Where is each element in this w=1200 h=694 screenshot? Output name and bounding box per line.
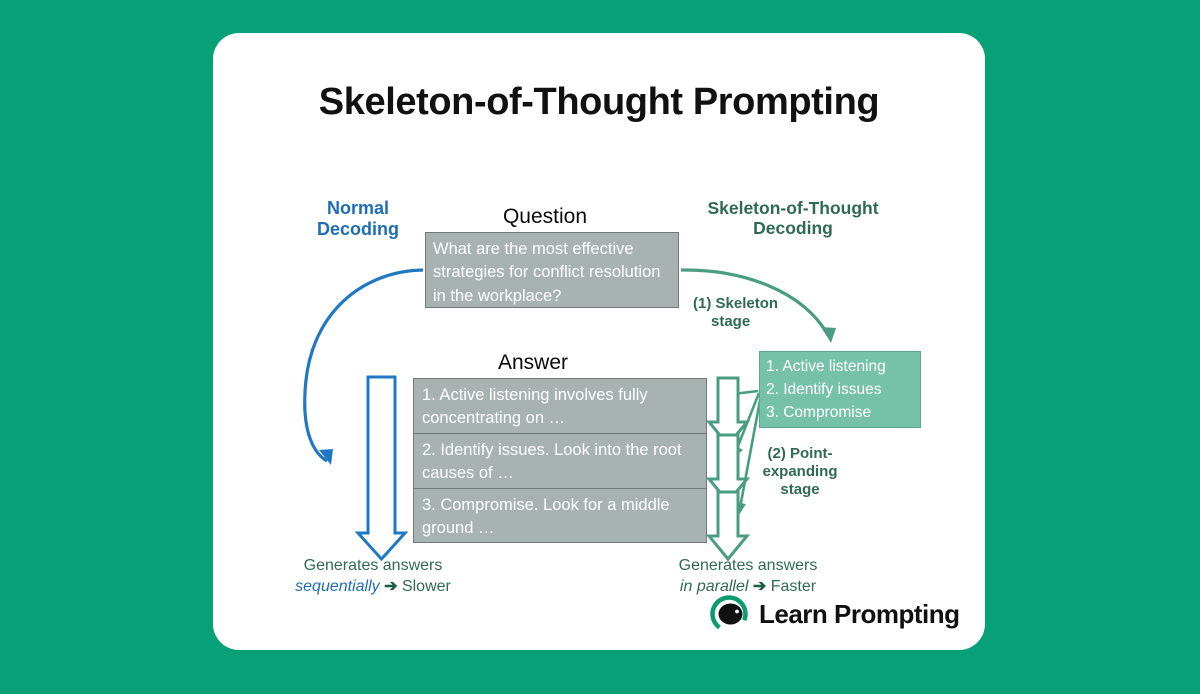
caption-sequential-emphasis: sequentially <box>295 578 380 596</box>
diagram-arrows-layer <box>303 268 836 562</box>
stage-2-line3: stage <box>780 481 820 498</box>
caption-sequential-result: Slower <box>401 578 451 596</box>
right-arrow-icon: ➔ <box>752 578 767 596</box>
stage-2-line2: expanding <box>762 463 838 480</box>
page-title: Skeleton-of-Thought Prompting <box>318 81 880 123</box>
content-card: Skeleton-of-Thought Prompting <box>213 33 985 650</box>
caption-parallel-line1: Generates answers <box>678 557 818 574</box>
stage-1-label: (1) Skeleton stage <box>693 295 813 331</box>
answer-box: 1. Active listening involves fully conce… <box>413 378 707 543</box>
heading-normal-decoding: Normal Decoding <box>283 198 433 239</box>
stage-2-label: (2) Point- expanding stage <box>748 445 852 499</box>
caption-parallel-result: Faster <box>770 578 817 596</box>
caption-parallel: Generates answers in parallel ➔ Faster <box>638 555 858 597</box>
answer-row: 1. Active listening involves fully conce… <box>414 379 706 434</box>
stage-1-line1: (1) Skeleton <box>693 295 779 312</box>
answer-row: 2. Identify issues. Look into the root c… <box>414 434 706 489</box>
heading-normal-decoding-line2: Decoding <box>316 218 399 239</box>
caption-parallel-emphasis: in parallel <box>679 578 749 596</box>
heading-sot-decoding: Skeleton-of-Thought Decoding <box>668 198 918 238</box>
caption-sequential-line1: Generates answers <box>303 557 443 574</box>
heading-normal-decoding-line1: Normal <box>326 198 389 218</box>
skeleton-item: 1. Active listening <box>766 358 886 375</box>
answer-label: Answer <box>497 351 569 374</box>
question-label: Question <box>502 205 588 228</box>
caption-sequential: Generates answers sequentially ➔ Slower <box>263 555 483 597</box>
heading-sot-decoding-line1: Skeleton-of-Thought <box>707 198 879 218</box>
stage-1-line2: stage <box>711 313 751 330</box>
skeleton-item: 2. Identify issues <box>766 380 882 398</box>
question-box: What are the most effective strategies f… <box>425 232 679 308</box>
skeleton-of-thought-diagram: Normal Decoding Skeleton-of-Thought Deco… <box>213 163 985 613</box>
learn-prompting-logo-icon <box>710 595 748 633</box>
skeleton-box: 1. Active listening 2. Identify issues 3… <box>759 351 921 428</box>
brand-logo[interactable]: Learn Prompting <box>710 595 960 633</box>
green-curve-arrow-skeleton <box>680 268 836 343</box>
blue-curve-arrow <box>303 268 424 465</box>
skeleton-item: 3. Compromise <box>766 403 872 421</box>
heading-sot-decoding-line2: Decoding <box>753 218 833 239</box>
logo-text: Learn Prompting <box>759 598 960 629</box>
right-arrow-icon: ➔ <box>384 578 398 596</box>
stage-2-line1: (2) Point- <box>767 445 833 462</box>
green-block-arrow-3 <box>705 490 751 562</box>
answer-row: 3. Compromise. Look for a middle ground … <box>422 496 670 538</box>
blue-block-arrow-sequential <box>354 375 409 562</box>
